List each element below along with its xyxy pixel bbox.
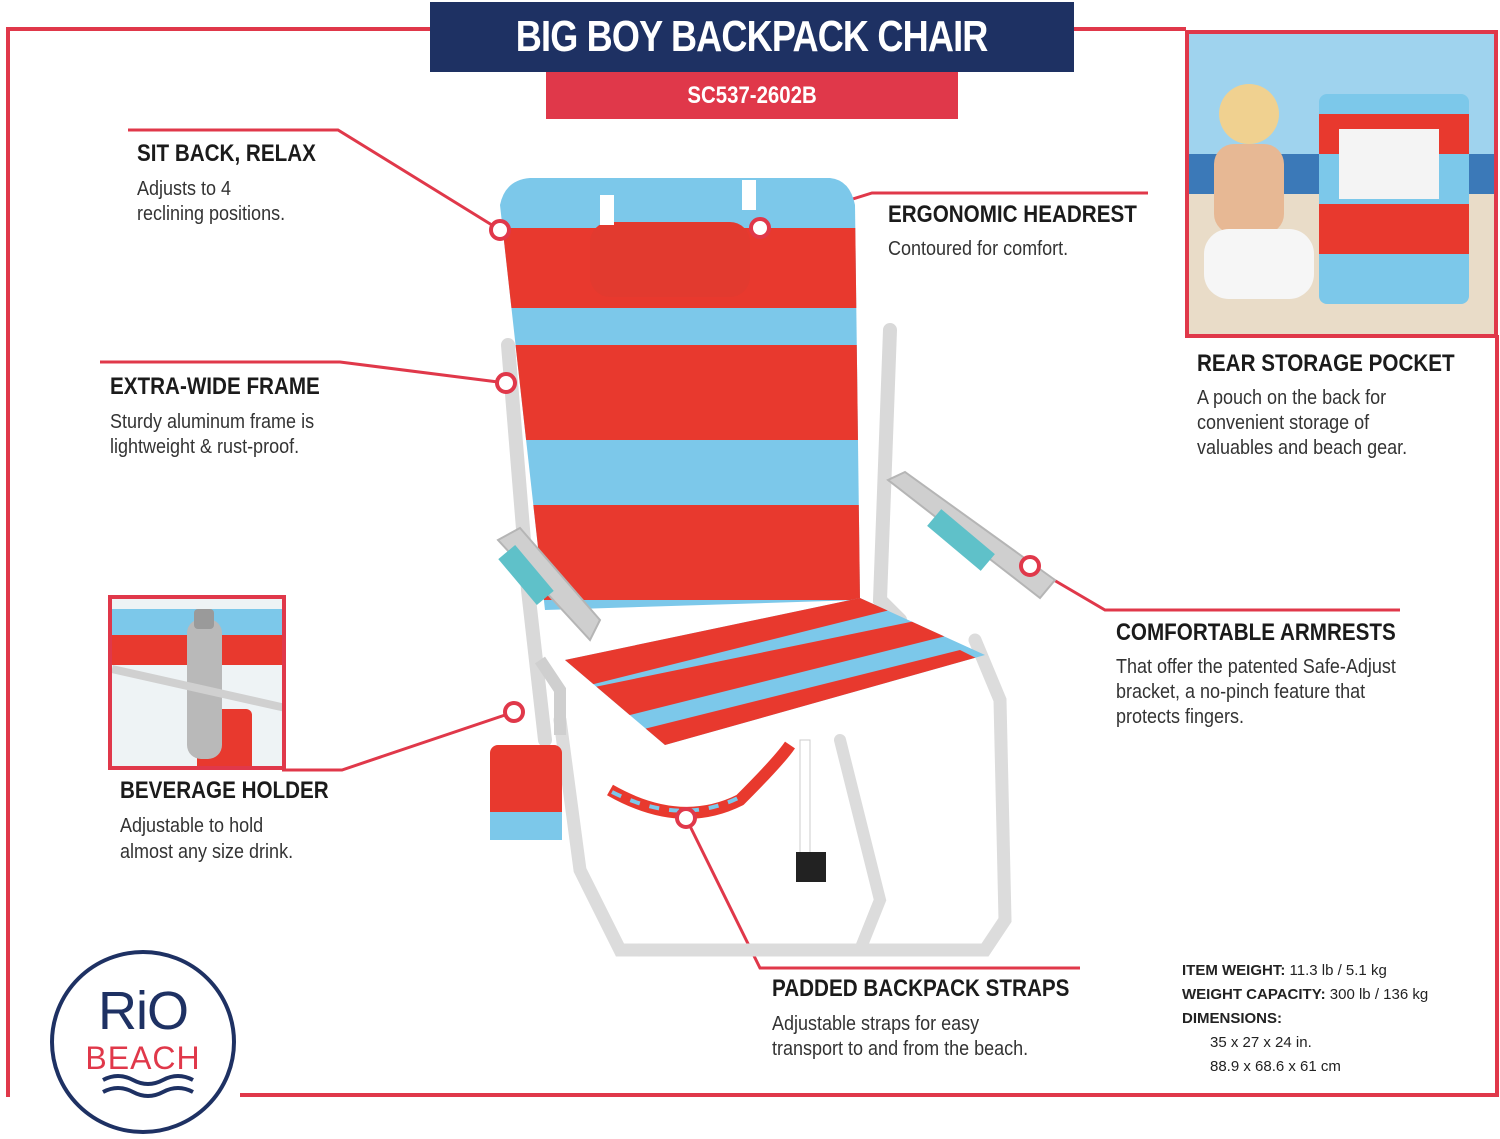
- spec-capacity-value: 300 lb / 136 kg: [1329, 986, 1429, 1003]
- frame-left: [6, 27, 10, 1097]
- frame-bottom: [240, 1093, 1499, 1097]
- callout-dots: [489, 217, 1041, 829]
- feature-beverage-title: BEVERAGE HOLDER: [120, 777, 329, 804]
- spec-weight-value: 11.3 lb / 5.1 kg: [1289, 962, 1387, 979]
- spec-dimensions-label-text: DIMENSIONS:: [1182, 1010, 1283, 1027]
- feature-storage-desc-1: A pouch on the back for: [1197, 387, 1387, 409]
- spec-capacity: WEIGHT CAPACITY: 300 lb / 136 kg: [1182, 983, 1428, 1007]
- feature-headrest-title: ERGONOMIC HEADREST: [888, 201, 1137, 228]
- beverage-holder-photo-art: [112, 599, 282, 766]
- feature-armrests-desc-2: bracket, a no-pinch feature that: [1116, 681, 1366, 703]
- beverage-holder-photo: [108, 595, 286, 770]
- feature-frame-title: EXTRA-WIDE FRAME: [110, 373, 320, 400]
- feature-sit-back-title: SIT BACK, RELAX: [137, 140, 316, 167]
- feature-storage-desc-2: convenient storage of: [1197, 412, 1370, 434]
- feature-armrests-desc-3: protects fingers.: [1116, 706, 1245, 728]
- page-title-text: BIG BOY BACKPACK CHAIR: [516, 12, 989, 61]
- logo-beach-text: BEACH: [85, 1040, 201, 1076]
- frame-top-left: [6, 27, 430, 31]
- logo-rio-text: RiO: [98, 981, 189, 1041]
- feature-storage-desc-3: valuables and beach gear.: [1197, 437, 1408, 459]
- feature-sit-back-desc-2: reclining positions.: [137, 203, 286, 225]
- frame-top-right: [1074, 27, 1186, 31]
- frame-right: [1495, 335, 1499, 1095]
- feature-armrests-desc-1: That offer the patented Safe-Adjust: [1116, 656, 1396, 678]
- sku-badge: SC537-2602B: [546, 72, 958, 119]
- feature-armrests-title: COMFORTABLE ARMRESTS: [1116, 619, 1396, 646]
- spec-dimensions-cm: 88.9 x 68.6 x 61 cm: [1210, 1058, 1341, 1075]
- feature-frame-desc-1: Sturdy aluminum frame is: [110, 411, 315, 433]
- feature-beverage-desc-2: almost any size drink.: [120, 841, 294, 863]
- feature-headrest-desc-1: Contoured for comfort.: [888, 238, 1069, 260]
- feature-beverage-desc-1: Adjustable to hold: [120, 815, 264, 837]
- spec-dimensions-label: DIMENSIONS:: [1182, 1007, 1282, 1031]
- feature-storage-title: REAR STORAGE POCKET: [1197, 350, 1455, 377]
- page-title: BIG BOY BACKPACK CHAIR: [430, 2, 1074, 72]
- sku-text: SC537-2602B: [687, 81, 817, 109]
- spec-dimensions-in: 35 x 27 x 24 in.: [1210, 1034, 1312, 1051]
- rear-storage-photo-art: [1189, 34, 1494, 334]
- rear-storage-photo: [1185, 30, 1498, 338]
- feature-sit-back-desc-1: Adjusts to 4: [137, 178, 232, 200]
- spec-capacity-label: WEIGHT CAPACITY:: [1182, 986, 1326, 1003]
- chair-illustration: [490, 178, 1057, 957]
- feature-straps-desc-1: Adjustable straps for easy: [772, 1013, 980, 1035]
- feature-straps-title: PADDED BACKPACK STRAPS: [772, 975, 1070, 1002]
- feature-frame-desc-2: lightweight & rust-proof.: [110, 436, 300, 458]
- rio-beach-logo: RiO BEACH: [48, 948, 238, 1136]
- rio-beach-logo-mark: [50, 950, 236, 1134]
- spec-weight-label: ITEM WEIGHT:: [1182, 962, 1286, 979]
- feature-straps-desc-2: transport to and from the beach.: [772, 1038, 1029, 1060]
- spec-weight: ITEM WEIGHT: 11.3 lb / 5.1 kg: [1182, 959, 1387, 983]
